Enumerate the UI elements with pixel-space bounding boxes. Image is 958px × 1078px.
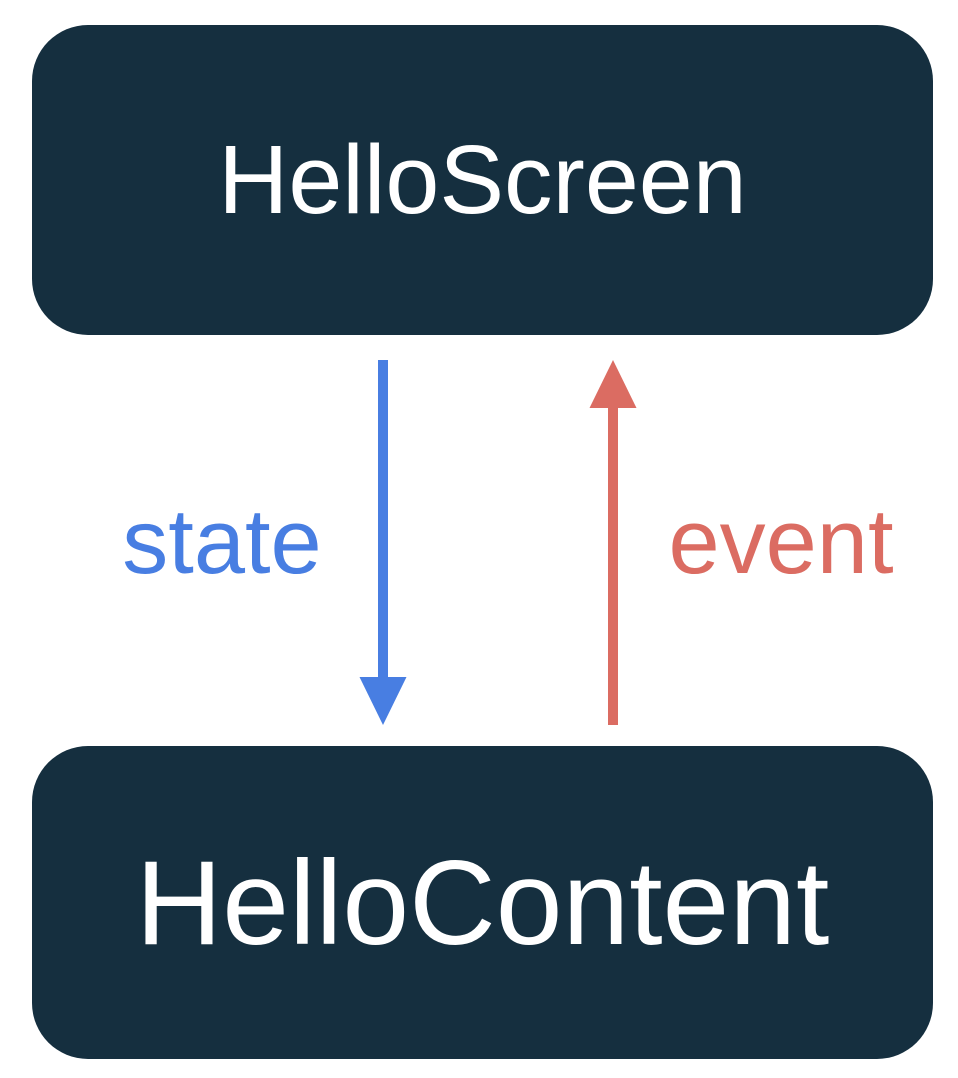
hello-screen-label: HelloScreen xyxy=(218,125,747,234)
event-arrow-up-icon xyxy=(589,360,637,725)
hello-screen-box: HelloScreen xyxy=(32,25,933,335)
hello-content-label: HelloContent xyxy=(135,835,830,970)
state-arrowhead xyxy=(359,677,407,725)
state-arrow-shaft xyxy=(378,360,388,678)
event-arrow-shaft xyxy=(608,408,618,725)
state-arrow-down-icon xyxy=(359,360,407,725)
event-label: event xyxy=(668,491,894,593)
state-label: state xyxy=(122,491,322,593)
hello-content-box: HelloContent xyxy=(32,746,933,1059)
event-arrowhead xyxy=(589,360,637,408)
